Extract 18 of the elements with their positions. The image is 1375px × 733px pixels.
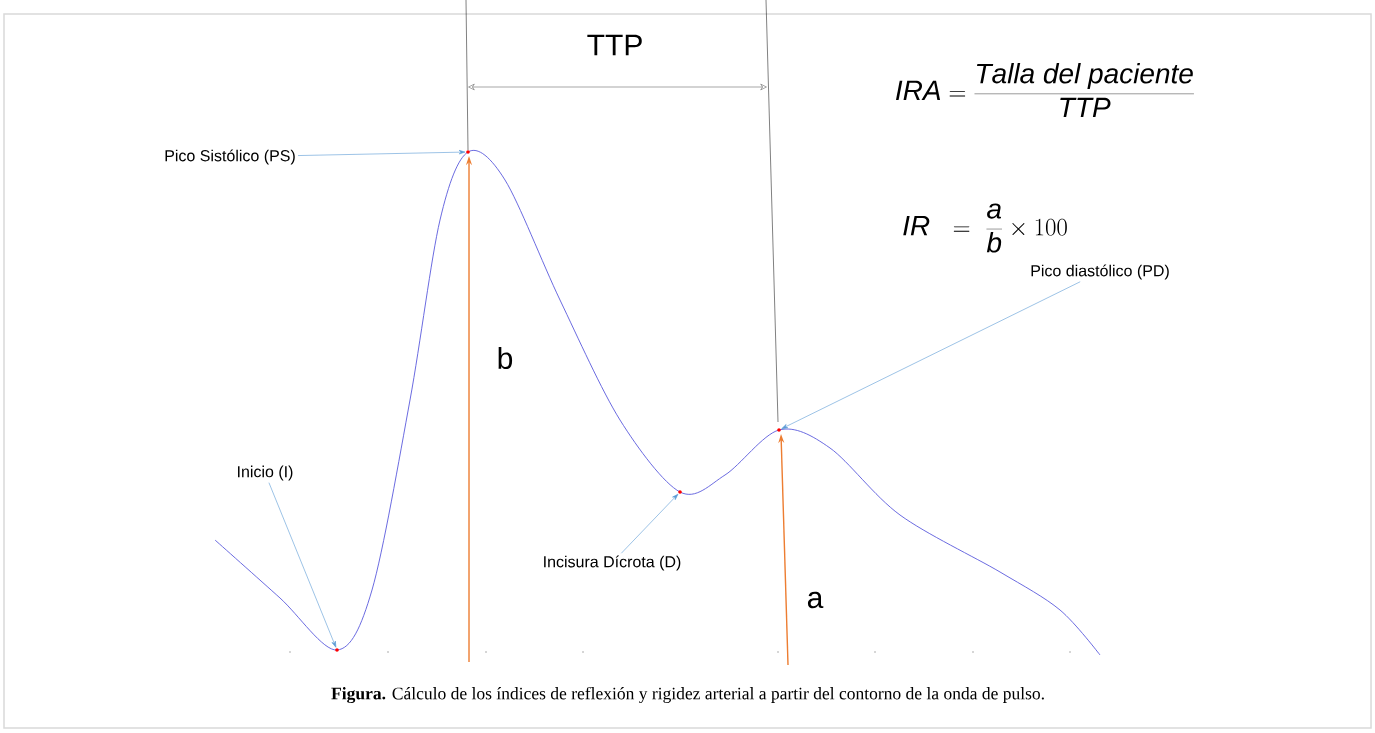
point-marker [466,150,470,154]
point-marker [678,490,682,494]
formula: $\mathit{IRA} = \frac{\mathit{Talla\ del\ paciente}}{\mathit{TTP}}$ [896,62,1194,118]
dimension-label: TTP [587,34,642,56]
leader-line [781,281,1081,429]
point-label: Inicio (I) [238,465,293,481]
point-marker [777,428,781,432]
formula: $\mathit{IR}\ \ = \ \frac{\mathit{a}}{\mathit{b}}\times 100$ [903,203,1067,253]
measure-label: a [807,591,824,609]
measure-label: b [498,347,513,369]
leader-line [621,493,679,554]
caption: Figura. Cálculo de los índices de reflexión y rigidez arterial a partir del contorno de la onda de pulso. [331,686,1044,704]
point-label: Pico diastólico (PD) [1031,264,1169,280]
point-marker [335,648,339,652]
point-label: Pico Sistólico (PS) [165,149,295,165]
leader-line [297,150,466,156]
point-label: Incisura Dícrota (D) [544,555,681,571]
leader-line [268,482,337,648]
